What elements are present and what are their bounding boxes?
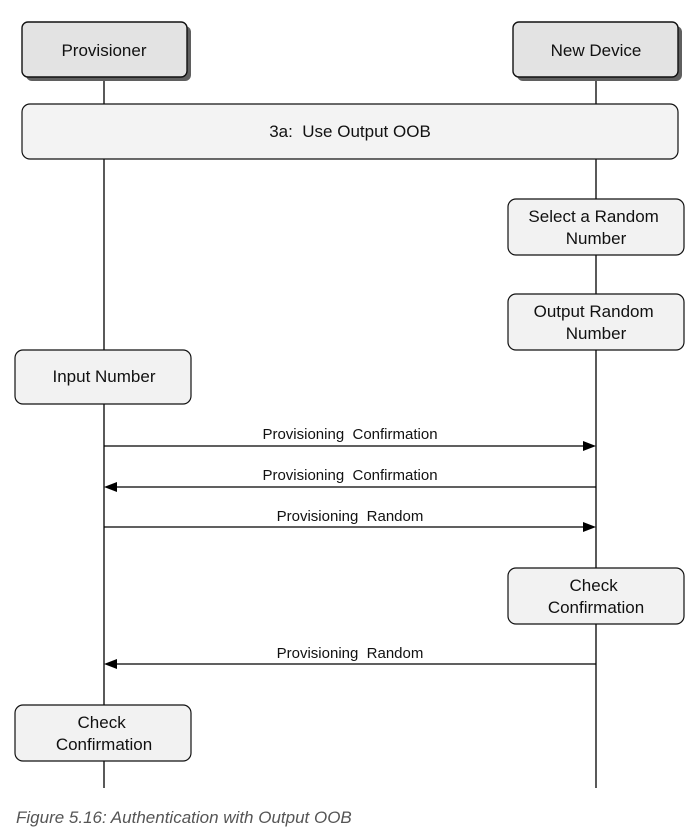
check-confirmation-provisioner-note: Check Confirmation xyxy=(14,704,192,762)
output-random-number-line-1: Output Random xyxy=(534,302,654,321)
new-device-participant: New Device xyxy=(512,21,682,81)
select-random-number-line-2: Number xyxy=(566,229,627,248)
message-4-label: Provisioning Random xyxy=(277,645,424,662)
check-confirmation-provisioner-line-1: Check xyxy=(78,713,127,732)
input-number-box xyxy=(14,349,192,405)
message-3-arrowhead xyxy=(583,522,596,532)
message-provisioning-random-to-device: Provisioning Random xyxy=(104,508,596,532)
select-random-number-line-1: Select a Random xyxy=(528,207,658,226)
provisioner-participant: Provisioner xyxy=(21,21,191,81)
message-2-label: Provisioning Confirmation xyxy=(262,467,437,484)
output-random-number-line-2: Number xyxy=(566,324,627,343)
sequence-diagram: Provisioner New Device 3a: Use Output OO… xyxy=(14,21,685,788)
select-random-number-label: Select a Random Number xyxy=(528,207,663,248)
message-4-arrowhead xyxy=(104,659,117,669)
check-confirmation-device-label: Check Confirmation xyxy=(548,576,644,617)
message-1-arrowhead xyxy=(583,441,596,451)
check-confirmation-device-note: Check Confirmation xyxy=(507,567,685,625)
new-device-label: New Device xyxy=(551,41,642,60)
new-device-box xyxy=(512,21,679,78)
message-provisioning-random-to-provisioner: Provisioning Random xyxy=(104,645,596,669)
provisioner-label: Provisioner xyxy=(61,41,146,60)
input-number-note: Input Number xyxy=(14,349,192,405)
output-random-number-box xyxy=(507,293,685,351)
use-output-oob-banner: 3a: Use Output OOB xyxy=(21,103,679,160)
banner-label: 3a: Use Output OOB xyxy=(269,122,431,141)
message-provisioning-confirmation-to-device: Provisioning Confirmation xyxy=(104,426,596,451)
provisioner-box xyxy=(21,21,188,78)
check-confirmation-provisioner-label: Check Confirmation xyxy=(56,713,152,754)
check-confirmation-provisioner-box xyxy=(14,704,192,762)
output-random-number-label: Output Random Number xyxy=(534,302,659,343)
message-2-arrowhead xyxy=(104,482,117,492)
figure-caption: Figure 5.16: Authentication with Output … xyxy=(16,808,352,827)
input-number-line-1: Input Number xyxy=(53,367,156,386)
banner-box xyxy=(21,103,679,160)
message-1-label: Provisioning Confirmation xyxy=(262,426,437,443)
select-random-number-note: Select a Random Number xyxy=(507,198,685,256)
select-random-number-box xyxy=(507,198,685,256)
message-provisioning-confirmation-to-provisioner: Provisioning Confirmation xyxy=(104,467,596,492)
output-random-number-note: Output Random Number xyxy=(507,293,685,351)
input-number-label: Input Number xyxy=(53,367,156,386)
check-confirmation-device-line-2: Confirmation xyxy=(548,598,644,617)
check-confirmation-device-box xyxy=(507,567,685,625)
check-confirmation-device-line-1: Check xyxy=(570,576,619,595)
check-confirmation-provisioner-line-2: Confirmation xyxy=(56,735,152,754)
message-3-label: Provisioning Random xyxy=(277,508,424,525)
